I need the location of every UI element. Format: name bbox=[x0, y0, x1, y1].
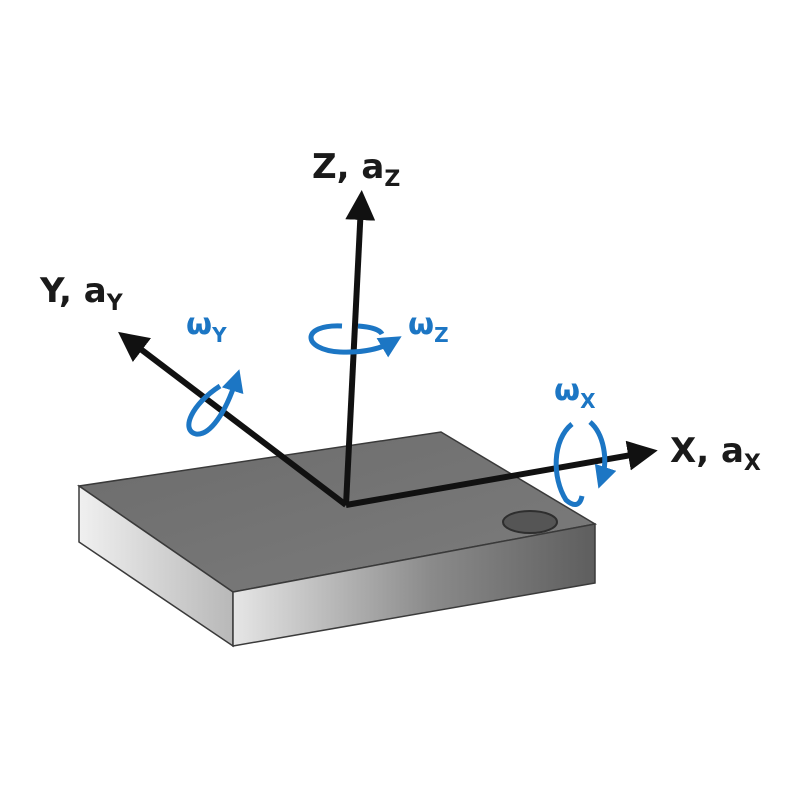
omega-y-label: ωY bbox=[186, 307, 227, 347]
z-axis-label: Z, aZ bbox=[312, 147, 400, 192]
rotation-x bbox=[553, 420, 617, 507]
omega-x-label: ωX bbox=[554, 373, 596, 413]
pin1-marker bbox=[502, 510, 558, 534]
axes bbox=[118, 190, 658, 508]
x-axis-label: X, aX bbox=[670, 431, 761, 476]
chip-body bbox=[77, 431, 598, 648]
rotation-arrow-icon bbox=[308, 323, 402, 358]
rotation-y bbox=[186, 369, 244, 437]
y-axis-arrow bbox=[118, 331, 348, 508]
y-axis-label: Y, aY bbox=[39, 271, 124, 316]
rotation-arrow-icon bbox=[553, 422, 585, 507]
rotation-z bbox=[308, 323, 402, 358]
z-axis-arrow bbox=[343, 190, 376, 506]
x-axis-arrow bbox=[345, 440, 658, 508]
omega-z-label: ωZ bbox=[408, 307, 449, 347]
rotation-arrow-icon bbox=[186, 369, 244, 437]
chip-front-face bbox=[232, 523, 596, 647]
